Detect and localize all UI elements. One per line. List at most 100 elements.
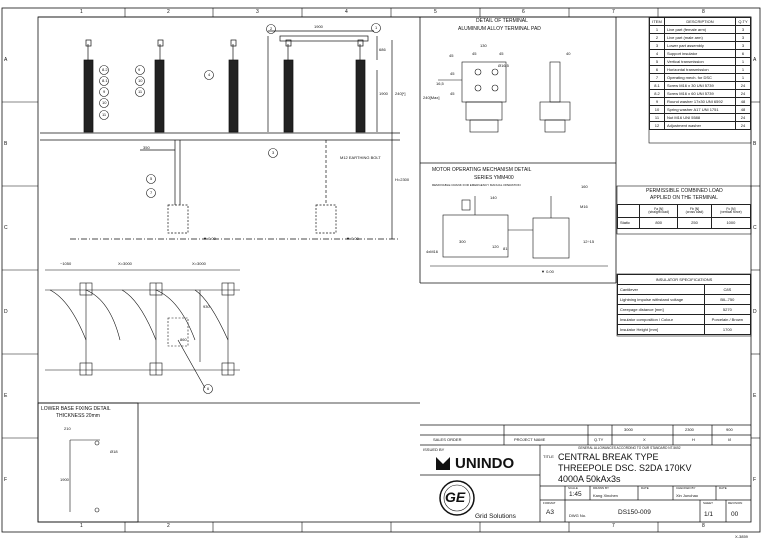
title-block-frame <box>420 424 751 522</box>
order-header-qty: Q.TY <box>594 437 604 442</box>
item-description: Round washer 17x30 UNI 6592 <box>664 97 736 106</box>
order-header-i: I/I <box>728 437 732 442</box>
motor-dim-4xm16: 4xM16 <box>426 249 439 254</box>
balloon-10b: 10 <box>138 78 143 83</box>
item-number: 10 <box>649 105 665 114</box>
balloon-1: 1 <box>375 25 378 30</box>
load-header-blank <box>616 204 641 218</box>
drawing-title-line2: THREEPOLE DSC. S2DA 170KV <box>558 463 692 473</box>
terminal-detail-subtitle: ALUMINIUM ALLOY TERMINAL PAD <box>458 26 541 32</box>
terminal-dim-45a: 45 <box>449 53 454 58</box>
front-dim-686: 686 <box>379 47 386 52</box>
sheet-value: 1/1 <box>704 511 714 518</box>
general-allowances-note: GENERAL ALLOWANCES ACCORDING TO OUR STAN… <box>578 446 681 450</box>
balloon-9b: 9 <box>138 67 141 72</box>
item-description: Spring washer A17 UNI 1751 <box>664 105 736 114</box>
unindo-mark-icon <box>436 457 450 470</box>
order-value-i: 900 <box>726 427 733 432</box>
item-qty: 48 <box>735 105 751 114</box>
col-label-5: 5 <box>434 9 437 15</box>
motor-detail-geometry <box>430 196 608 267</box>
plan-dim-860: 860 <box>180 337 187 342</box>
motor-detail-note: REMOVABLE CRANK FOR EMERGENCY MANUAL OPE… <box>432 183 521 187</box>
row-label-a-right: A <box>753 57 757 63</box>
load-header-fa: Fa [N] (straight load) <box>639 204 679 218</box>
items-header-description: DESCRIPTION <box>664 17 736 26</box>
item-number: 8.2 <box>649 89 665 98</box>
item-number: 7 <box>649 73 665 82</box>
front-view <box>40 30 400 240</box>
balloon-3: 3 <box>272 150 275 155</box>
item-qty: 1 <box>735 65 751 74</box>
item-qty: 6 <box>735 49 751 58</box>
balloon-11: 11 <box>102 112 107 117</box>
load-header-fc: Fc [N] (vertical force) <box>710 204 752 218</box>
items-header-qty: Q.TY <box>735 17 751 26</box>
row-label-c: C <box>4 225 8 231</box>
order-header-sales: SALES ORDER <box>433 437 462 442</box>
item-qty: 1 <box>735 73 751 82</box>
terminal-dim-45e: 45 <box>450 91 455 96</box>
terminal-dim-45c: 45 <box>499 51 504 56</box>
row-label-c-right: C <box>753 225 757 231</box>
insulator-value: Porcelain / Brown <box>703 314 752 325</box>
plan-dim-x2: X=3000 <box>192 261 206 266</box>
motor-dim-12-15: 12÷15 <box>583 239 595 244</box>
item-description: Horizontal transmission <box>664 65 736 74</box>
terminal-dim-40: 40 <box>566 51 571 56</box>
item-qty: 3 <box>735 41 751 50</box>
balloon-10: 10 <box>102 100 107 105</box>
item-number: 4 <box>649 49 665 58</box>
order-header-project: PROJECT NAME <box>514 437 546 442</box>
col-label-7: 7 <box>612 9 615 15</box>
col-label-6: 6 <box>522 9 525 15</box>
plan-dim-930: 930 <box>203 304 210 309</box>
item-description: Vertical transmission <box>664 57 736 66</box>
brand-name: Grid Solutions <box>475 513 516 520</box>
row-label-e-right: E <box>753 393 757 399</box>
motor-detail-title: MOTOR OPERATING MECHANISM DETAIL <box>432 167 532 173</box>
motor-dim-140: 140 <box>490 195 497 200</box>
row-label-b: B <box>4 141 8 147</box>
col-label-2: 2 <box>167 9 170 15</box>
row-label-f-right: F <box>753 477 757 483</box>
drawing-title-line3: 4000A 50kAx3s <box>558 474 621 484</box>
motor-level: ▼ 0.00 <box>541 269 554 274</box>
insulator-property: Cantilever <box>617 284 705 295</box>
company-name: UNINDO <box>455 455 515 472</box>
item-number: 2 <box>649 33 665 42</box>
load-table-title: PERMISSIBLE COMBINED LOAD <box>646 188 723 194</box>
insulator-row: Creepage distance [mm]5270 <box>617 304 752 315</box>
motor-dim-81: 81 <box>503 246 508 251</box>
load-row-fa: 800 <box>639 217 679 229</box>
item-qty: 24 <box>735 81 751 90</box>
front-dim-h: H=2300 <box>395 177 410 182</box>
item-description: Nut M16 UNI 5588 <box>664 113 736 122</box>
row-label-f: F <box>4 477 8 483</box>
earthing-bolt-label: M12 EARTHING BOLT <box>340 155 381 160</box>
lower-base-subtitle: THICKNESS 20mm <box>56 413 100 419</box>
item-number: 9 <box>649 97 665 106</box>
row-label-a: A <box>4 57 8 63</box>
insulator-value: C8S <box>703 284 752 295</box>
insulator-title: INSULATOR SPECIFICATIONS <box>617 274 751 285</box>
title-label: TITLE <box>543 454 554 459</box>
balloon-4: 4 <box>208 72 211 77</box>
date-label-2: DATE <box>719 486 727 490</box>
front-dim-1900-top: 1900 <box>314 24 323 29</box>
terminal-dim-hole: Ø16,5 <box>498 63 509 68</box>
motor-dim-m16: M16 <box>580 204 588 209</box>
item-qty: 24 <box>735 113 751 122</box>
item-number: 1 <box>649 25 665 34</box>
